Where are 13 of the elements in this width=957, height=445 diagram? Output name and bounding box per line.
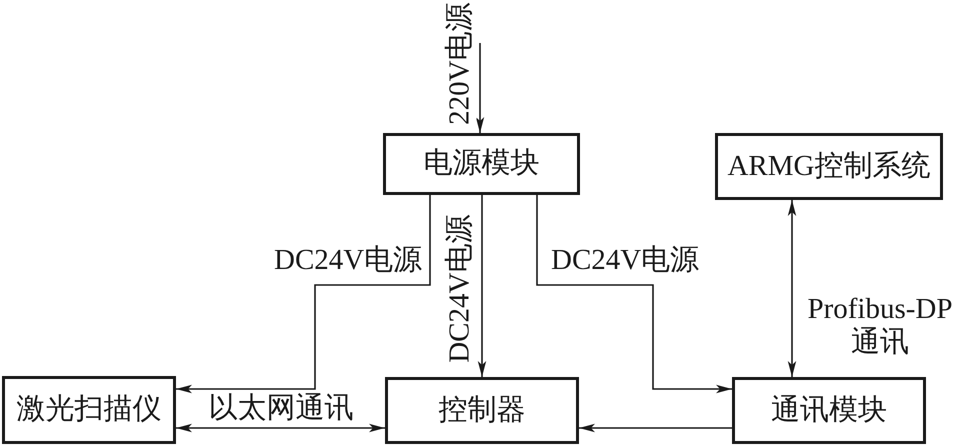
- module-box: 激光扫描仪: [2, 376, 176, 444]
- module-box: 控制器: [385, 377, 579, 444]
- arrow: [478, 195, 486, 377]
- module-box: 通讯模块: [732, 377, 926, 444]
- module-box: ARMG控制系统: [715, 133, 943, 200]
- edge-label: 220V电源: [444, 0, 477, 126]
- arrow: [788, 200, 796, 377]
- arrow: [176, 424, 385, 432]
- arrow: [476, 43, 484, 133]
- arrow: [579, 424, 732, 432]
- arrow: [176, 195, 431, 394]
- module-box: 电源模块: [383, 133, 580, 195]
- arrow: [536, 195, 732, 394]
